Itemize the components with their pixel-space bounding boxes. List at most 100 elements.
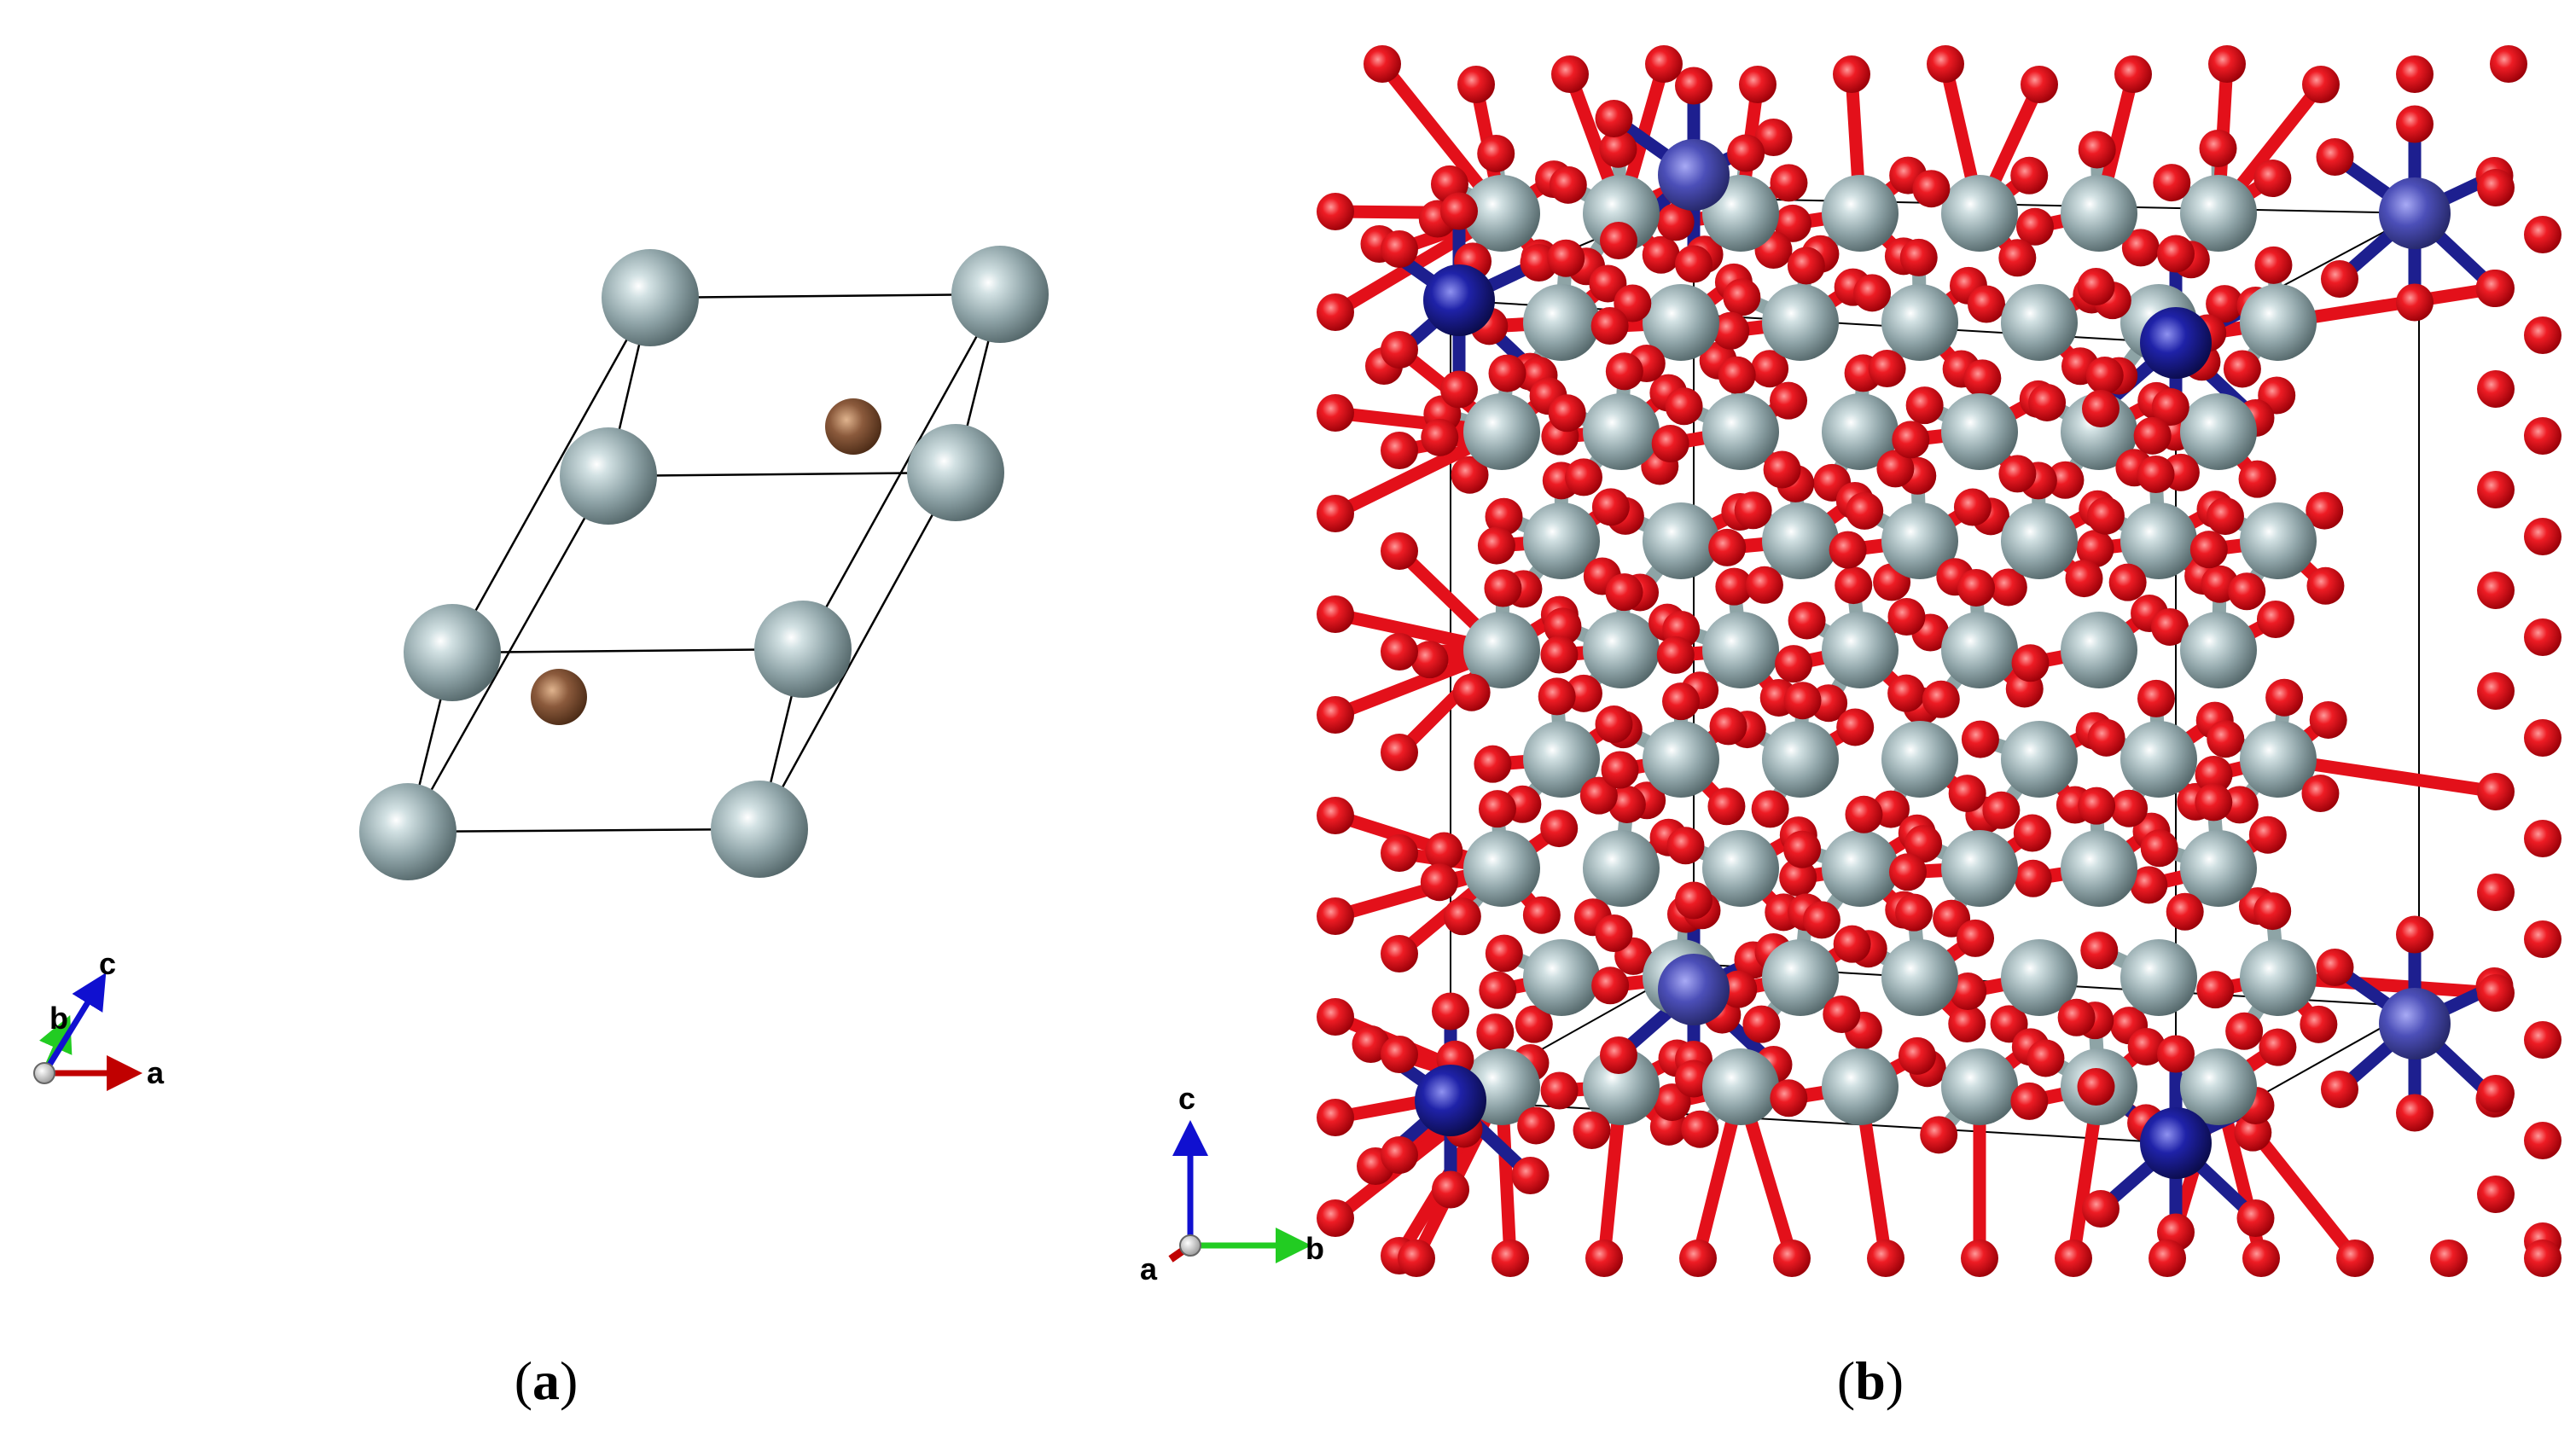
oxygen-atom [1707, 787, 1746, 826]
oxygen-atom [1787, 247, 1825, 285]
oxygen-atom [1719, 970, 1758, 1008]
metal-atom [2061, 175, 2137, 252]
oxygen-atom [1867, 1240, 1904, 1277]
metal-atom [1762, 939, 1839, 1016]
cell-edge [758, 472, 957, 830]
oxygen-atom [1381, 834, 1418, 872]
oxygen-atom [1591, 488, 1630, 526]
oxygen-atom [2010, 156, 2049, 194]
oxygen-atom [2300, 1005, 2338, 1043]
oxygen-atom [1876, 450, 1915, 488]
cell-edge [407, 827, 760, 833]
oxygen-atom [1547, 239, 1585, 277]
oxygen-atom [1364, 45, 1401, 83]
cell-edge [1450, 1100, 2177, 1144]
metal-atom [1463, 175, 1540, 252]
oxygen-atom [1967, 285, 2005, 323]
oxygen-atom [1317, 696, 1354, 734]
oxygen-atom [1888, 853, 1927, 891]
oxygen-atom [1317, 998, 1354, 1036]
metal-atom [2240, 721, 2317, 798]
oxygen-atom [1788, 601, 1826, 640]
blue-atom [1415, 1065, 1486, 1136]
oxygen-atom [1904, 825, 1943, 863]
cell-edge [649, 293, 1001, 299]
oxygen-atom [2524, 316, 2561, 354]
panel-a-caption: (a) [515, 1350, 579, 1411]
oxygen-atom [1410, 641, 1449, 679]
metal-atom [1702, 830, 1779, 907]
oxygen-atom [1517, 1106, 1555, 1145]
oxygen-atom [2046, 461, 2085, 499]
oxygen-atom [1665, 387, 1703, 426]
oxygen-atom [2140, 829, 2178, 868]
oxygen-atom [2477, 672, 2515, 710]
oxygen-atom [1998, 239, 2037, 277]
metal-atom [1523, 939, 1600, 1016]
metal-atom [2240, 284, 2317, 361]
metal-atom [2180, 612, 2257, 688]
oxygen-atom [2028, 383, 2067, 421]
oxygen-atom [1317, 797, 1354, 834]
oxygen-atom [2114, 55, 2152, 93]
oxygen-atom [1476, 1013, 1515, 1052]
metal-atom [1881, 502, 1958, 579]
oxygen-atom [2490, 45, 2527, 83]
oxygen-atom [1540, 636, 1579, 674]
axis-triad-b: a b c [1140, 1081, 1324, 1286]
metal-atom [1463, 393, 1540, 470]
oxygen-atom [1645, 45, 1683, 83]
oxygen-atom [1642, 235, 1680, 274]
oxygen-atom [1485, 934, 1523, 972]
oxygen-atom [2076, 530, 2114, 568]
oxygen-atom [1989, 568, 2027, 607]
oxygen-atom [1600, 222, 1637, 259]
metal-atom [1523, 284, 1600, 361]
oxygen-atom [1538, 677, 1576, 716]
metal-atom [2001, 284, 2078, 361]
oxygen-atom [2055, 1240, 2092, 1277]
metal-atom [1702, 1048, 1779, 1125]
metal-atom [2240, 502, 2317, 579]
oxygen-atom [1477, 134, 1515, 172]
oxygen-atom [1605, 352, 1643, 391]
oxygen-atom [1544, 607, 1582, 646]
oxygen-atom [1511, 1157, 1550, 1194]
oxygen-atom [1922, 680, 1960, 718]
metal-atom [2061, 612, 2137, 688]
blue-atom [1658, 139, 1730, 211]
oxygen-atom [2524, 820, 2561, 857]
oxygen-atom [1573, 1112, 1611, 1150]
oxygen-atom [1709, 707, 1747, 746]
oxygen-atom [1802, 901, 1840, 939]
oxygen-atom [1317, 1199, 1354, 1237]
metal-atom [1881, 721, 1958, 798]
oxygen-atom [2524, 920, 2561, 958]
cell-edge [451, 647, 804, 654]
oxygen-atom [2080, 932, 2119, 970]
oxygen-atom [2151, 388, 2189, 427]
oxygen-atom [1421, 418, 1459, 456]
oxygen-atom [2321, 260, 2358, 298]
oxygen-atom [2477, 270, 2515, 307]
oxygen-atom [2234, 1113, 2272, 1152]
metal-atom [1881, 284, 1958, 361]
oxygen-atom [2477, 471, 2515, 508]
oxygen-atom [1443, 897, 1481, 936]
metal-atom [2120, 502, 2197, 579]
oxygen-atom [1656, 203, 1695, 241]
oxygen-atom [1591, 967, 1630, 1005]
blue-atom [2379, 177, 2451, 249]
oxygen-atom [2110, 789, 2149, 827]
oxygen-atom [2524, 518, 2561, 555]
oxygen-atom [1601, 751, 1639, 789]
unit-cell-atoms [359, 246, 1049, 880]
oxygen-atom [2137, 679, 2175, 717]
oxygen-atom [1675, 67, 1712, 105]
oxygen-atom [2306, 491, 2344, 530]
oxygen-atom [2133, 416, 2172, 455]
oxygen-atom [2253, 892, 2292, 931]
oxygen-atom [1381, 1036, 1418, 1073]
oxygen-atom [1836, 708, 1875, 746]
oxygen-atom [1457, 66, 1495, 103]
